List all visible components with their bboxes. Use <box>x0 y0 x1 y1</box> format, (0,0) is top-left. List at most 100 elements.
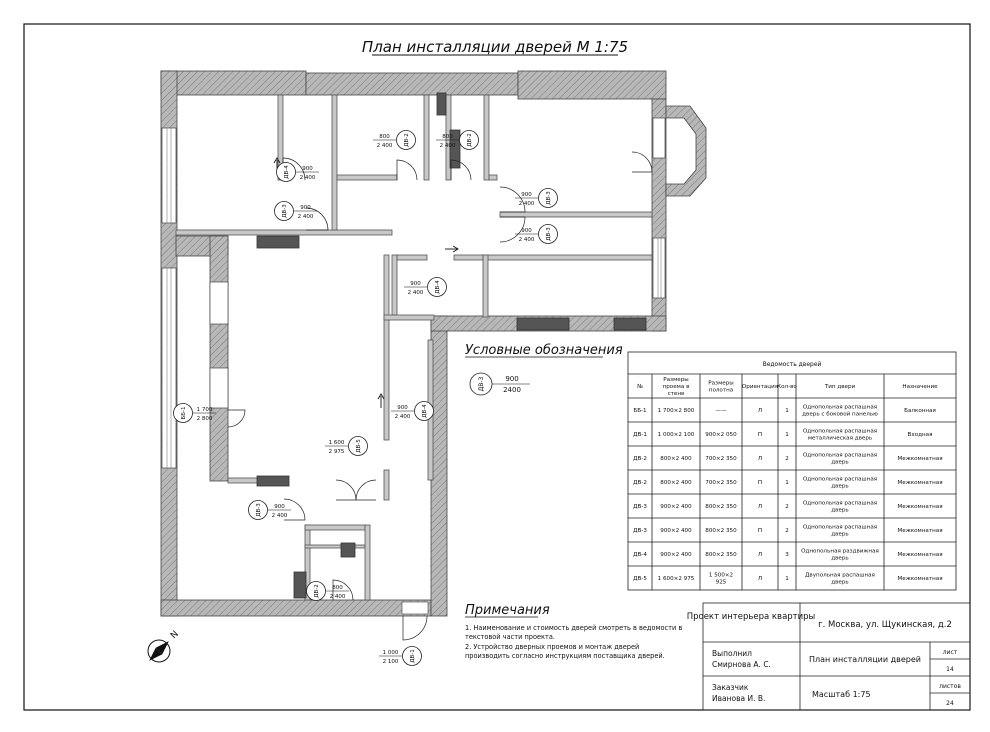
door-tag-width: 1 600 <box>329 440 345 446</box>
door-tag-height: 2 400 <box>519 237 535 243</box>
door-tag-code: ДВ-2 <box>467 133 473 147</box>
schedule-cell: дверь <box>831 460 848 466</box>
door-tag-height: 2 100 <box>383 659 399 665</box>
schedule-header: Назначение <box>902 384 938 390</box>
legend-heading: Условные обозначения <box>465 343 623 358</box>
schedule-cell: Входная <box>908 432 933 438</box>
schedule-cell: 1 500×2 <box>709 573 733 579</box>
schedule-cell: Л <box>758 456 762 462</box>
schedule-cell: 2 <box>785 504 789 510</box>
schedule-cell: ДВ-1 <box>633 432 647 438</box>
schedule-cell: 800×2 400 <box>660 456 692 462</box>
stamp-sheet-title: План инсталляции дверей <box>809 655 921 664</box>
schedule-cell: 800×2 350 <box>705 504 737 510</box>
door-tag-width: 900 <box>410 281 421 287</box>
stamp-sheets: 24 <box>946 700 954 707</box>
schedule-header: Ориентация <box>742 384 778 390</box>
schedule-cell: Межкомнатная <box>897 456 942 462</box>
schedule-cell: металлическая дверь <box>808 436 872 442</box>
schedule-cell: Однопольная распашная <box>803 429 877 435</box>
schedule-cell: Однопольная распашная <box>803 405 877 411</box>
door-tag: ББ-1 1 700 2 800 <box>173 403 216 423</box>
door-tag-code: ДВ-5 <box>356 439 362 453</box>
schedule-cell: Л <box>758 552 762 558</box>
svg-text:2400: 2400 <box>503 386 521 394</box>
stamp-customer-label: Заказчик <box>712 683 749 692</box>
schedule-header: Кол-во <box>777 384 797 390</box>
door-tag-width: 800 <box>442 134 453 140</box>
schedule-cell: 1 <box>785 432 789 438</box>
title-block-text: Проект интерьера квартиры г. Москва, ул.… <box>687 612 962 707</box>
stamp-performer-label: Выполнил <box>712 649 752 658</box>
schedule-cell: —— <box>715 408 727 414</box>
north-label: N <box>169 629 181 641</box>
schedule-cell: Л <box>758 504 762 510</box>
schedule-cell: 1 <box>785 480 789 486</box>
schedule-cell: дверь <box>831 508 848 514</box>
schedule-header: проема в <box>663 384 690 390</box>
schedule-cell: ДВ-5 <box>633 576 647 582</box>
schedule-cell: Межкомнатная <box>897 528 942 534</box>
schedule-cell: дверь <box>831 484 848 490</box>
door-tag-height: 2 400 <box>408 290 424 296</box>
stamp-scale: Масштаб 1:75 <box>812 690 871 699</box>
door-tag-code: ББ-1 <box>181 406 187 419</box>
door-tag-code: ДВ-3 <box>546 227 552 241</box>
schedule-cell: Межкомнатная <box>897 576 942 582</box>
stamp-sheet-label: лист <box>943 649 958 656</box>
svg-text:производить согласно инструкци: производить согласно инструкциям поставщ… <box>465 652 665 660</box>
schedule-header: Размеры <box>663 377 688 383</box>
schedule-cell: 1 600×2 975 <box>658 576 695 582</box>
schedule-cell: 1 000×2 100 <box>658 432 695 438</box>
door-tag-width: 800 <box>379 134 390 140</box>
schedule-cell: ББ-1 <box>633 408 647 414</box>
schedule-cell: П <box>758 528 762 534</box>
door-tag-width: 900 <box>521 228 532 234</box>
north-arrow-icon: N <box>147 629 181 663</box>
schedule-header: Тип двери <box>824 384 856 390</box>
door-tag-height: 2 400 <box>330 594 346 600</box>
door-tag-height: 2 400 <box>395 414 411 420</box>
schedule-cell: 900×2 400 <box>660 552 692 558</box>
schedule-cell: Л <box>758 408 762 414</box>
door-tag-width: 800 <box>332 585 343 591</box>
schedule-header: № <box>637 384 643 390</box>
schedule-cell: Однопольная раздвижная <box>801 549 879 555</box>
schedule-header: полотна <box>709 388 733 394</box>
schedule-cell: Балконная <box>904 408 936 414</box>
door-tag-code: ДВ-3 <box>256 503 262 517</box>
schedule-cell: 900×2 400 <box>660 528 692 534</box>
door-tag-code: ДВ-4 <box>284 165 290 179</box>
door-tag: ДВ-2 800 2 400 <box>306 581 349 601</box>
schedule-cell: дверь <box>831 532 848 538</box>
page-title: План инсталляции дверей М 1:75 <box>362 38 628 56</box>
door-tag-width: 900 <box>397 405 408 411</box>
door-tag-width: 1 700 <box>197 407 213 413</box>
door-tag-height: 2 800 <box>197 416 213 422</box>
notes-body: 1. Наименование и стоимость дверей смотр… <box>465 624 682 660</box>
door-tag-height: 2 975 <box>329 449 345 455</box>
schedule-cell: дверь <box>831 556 848 562</box>
svg-text:1. Наименование и стоимость дв: 1. Наименование и стоимость дверей смотр… <box>465 624 682 632</box>
door-tag: ДВ-5 1 600 2 975 <box>325 436 368 456</box>
schedule-cell: 2 <box>785 528 789 534</box>
floor-plan <box>160 70 707 641</box>
stamp-sheets-label: листов <box>939 683 961 690</box>
schedule-cell: Однопольная распашная <box>803 501 877 507</box>
door-tag-height: 2 400 <box>298 214 314 220</box>
schedule-cell: Л <box>758 576 762 582</box>
door-tag-code: ДВ-3 <box>282 204 288 218</box>
door-tag-width: 900 <box>302 166 313 172</box>
door-tag-code: ДВ-2 <box>314 584 320 598</box>
door-tag-height: 2 400 <box>519 201 535 207</box>
door-tag-code: ДВ-2 <box>404 133 410 147</box>
schedule-cell: 3 <box>785 552 789 558</box>
schedule-cell: 900×2 050 <box>705 432 737 438</box>
